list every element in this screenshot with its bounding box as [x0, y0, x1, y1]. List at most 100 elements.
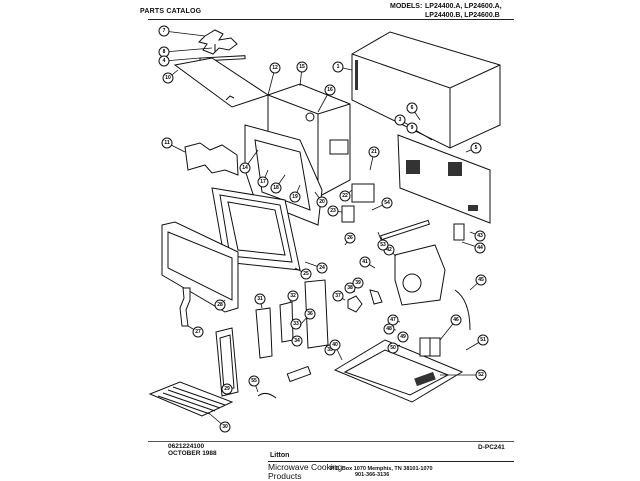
document-id: D-PC241	[478, 444, 505, 451]
callout-number: 22	[342, 193, 348, 199]
callout-circle	[377, 239, 389, 251]
callout-52: 52	[440, 369, 487, 381]
callout-circle	[161, 137, 173, 149]
callout-circle	[287, 290, 299, 302]
division-line-1: Microwave Cooking	[268, 462, 343, 472]
control-board-part	[255, 279, 329, 359]
callout-50: 50	[387, 342, 401, 354]
callout-circle	[219, 421, 231, 433]
door-outer-part	[161, 221, 239, 313]
callout-55: 55	[248, 375, 260, 393]
callout-number: 15	[299, 64, 305, 70]
callout-number: 39	[355, 280, 361, 286]
callout-circle	[270, 182, 282, 194]
callout-number: 17	[260, 179, 266, 185]
sensor-part	[257, 365, 312, 399]
brand-rule	[268, 461, 514, 462]
callout-20: 20	[314, 191, 328, 208]
callout-number: 21	[371, 149, 377, 155]
callout-17: 17	[257, 169, 269, 188]
brand-logo: Litton	[270, 452, 290, 459]
callout-number: 24	[319, 265, 325, 271]
callout-number: 48	[386, 326, 392, 332]
callout-29: 29	[221, 383, 233, 395]
callout-circle	[192, 326, 204, 338]
callout-48: 48	[383, 323, 397, 335]
callout-53: 53	[377, 231, 389, 251]
callout-21: 21	[368, 146, 380, 171]
callout-33: 33	[290, 318, 302, 330]
callout-circle	[344, 282, 356, 294]
callout-circle	[257, 176, 269, 188]
callout-4: 4	[158, 55, 201, 67]
callout-31: 31	[254, 293, 266, 309]
callout-number: 40	[332, 342, 338, 348]
callout-circle	[289, 191, 301, 203]
callout-circle	[383, 323, 395, 335]
callout-9: 9	[406, 122, 433, 141]
callout-number: 26	[347, 235, 353, 241]
models-label: MODELS:	[390, 3, 423, 10]
callout-54: 54	[371, 197, 393, 211]
callout-number: 12	[272, 65, 278, 71]
callout-circle	[269, 62, 281, 74]
callout-number: 10	[165, 75, 171, 81]
callout-circle	[381, 197, 393, 209]
callout-number: 27	[195, 329, 201, 335]
callout-15: 15	[296, 61, 308, 87]
fan-motor-part	[347, 289, 383, 313]
catalog-part-number: 0621224100	[168, 443, 205, 450]
callout-circle	[344, 232, 356, 244]
callout-circle	[368, 146, 380, 158]
callout-14: 14	[239, 149, 259, 174]
callout-circle	[406, 102, 418, 114]
callout-number: 20	[319, 199, 325, 205]
header-rule	[148, 19, 514, 20]
hv-transformer-part	[341, 183, 375, 223]
callout-circle	[327, 205, 339, 217]
callout-circle	[296, 61, 308, 73]
callout-circle	[470, 142, 482, 154]
models-line-1: LP24400.A, LP24600.A,	[425, 3, 502, 10]
callout-circle	[324, 84, 336, 96]
callout-8: 8	[158, 46, 213, 58]
callout-26: 26	[344, 232, 356, 246]
callout-circle	[332, 61, 344, 73]
callout-number: 49	[400, 334, 406, 340]
callout-23: 23	[327, 205, 343, 217]
callout-circle	[158, 55, 170, 67]
callout-number: 9	[411, 125, 414, 131]
callout-circle	[316, 196, 328, 208]
callout-leader	[163, 47, 213, 53]
callout-12: 12	[267, 62, 281, 96]
models-list: LP24400.A, LP24600.A, LP24400.B, LP24600…	[425, 2, 502, 20]
callout-number: 19	[292, 194, 298, 200]
callout-number: 23	[330, 208, 336, 214]
callout-38: 38	[344, 282, 356, 294]
callout-circle	[359, 256, 371, 268]
callout-number: 18	[273, 185, 279, 191]
callout-number: 14	[242, 165, 248, 171]
callout-46: 46	[439, 314, 462, 341]
base-plate-part	[333, 339, 464, 403]
callout-39: 39	[352, 277, 364, 289]
callout-22: 22	[339, 189, 353, 202]
callout-7: 7	[158, 25, 206, 37]
callout-circle	[394, 114, 406, 126]
blower-housing-part	[394, 244, 446, 306]
callout-circle	[387, 342, 399, 354]
callout-circle	[162, 72, 174, 84]
callout-number: 35	[327, 347, 333, 353]
door-panel-part	[215, 327, 239, 397]
callout-37: 37	[332, 290, 346, 302]
callout-5: 5	[465, 142, 482, 154]
callout-1: 1	[332, 61, 353, 73]
callout-number: 11	[164, 140, 170, 146]
models-line-2: LP24400.B, LP24600.B	[425, 12, 500, 19]
callout-number: 6	[411, 105, 414, 111]
capacitor-part	[453, 223, 465, 241]
callout-number: 44	[477, 245, 483, 251]
callout-number: 37	[335, 293, 341, 299]
